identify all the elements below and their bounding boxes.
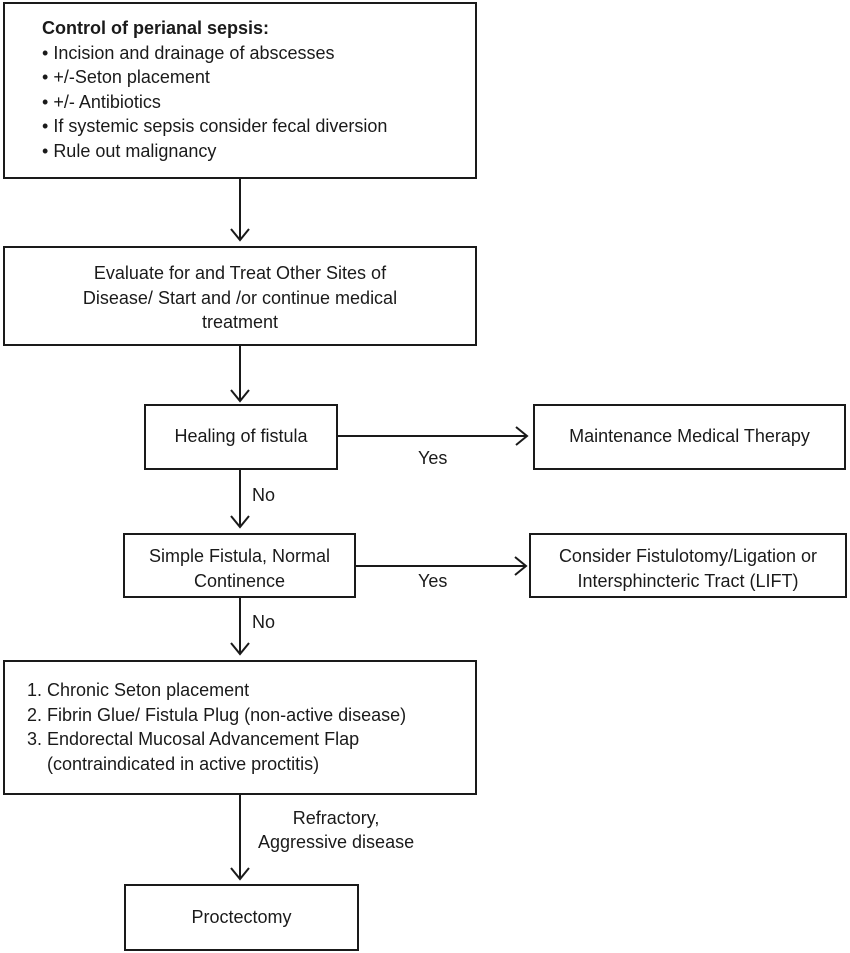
consider-fistulotomy-box: Consider Fistulotomy/Ligation or Intersp…: [529, 533, 847, 598]
sepsis-bullet-list: Incision and drainage of abscesses +/-Se…: [42, 41, 387, 164]
proctectomy-box: Proctectomy: [124, 884, 359, 951]
consider-line: Intersphincteric Tract (LIFT): [577, 570, 799, 591]
maintenance-therapy-box: Maintenance Medical Therapy: [533, 404, 846, 470]
evaluate-line: treatment: [201, 312, 279, 332]
maintenance-text: Maintenance Medical Therapy: [569, 426, 810, 446]
sepsis-item: If systemic sepsis consider fecal divers…: [42, 114, 387, 139]
healing-of-fistula-box: Healing of fistula: [144, 404, 338, 470]
sepsis-item: +/- Antibiotics: [42, 90, 387, 115]
yes-label-simple: Yes: [418, 571, 448, 591]
no-label-healing: No: [252, 485, 276, 505]
options-box-content: 1. Chronic Seton placement 2. Fibrin Glu…: [27, 678, 406, 776]
sepsis-title: Control of perianal sepsis:: [42, 18, 270, 38]
no-label-simple: No: [252, 612, 276, 632]
option-item: 3. Endorectal Mucosal Advancement Flap: [27, 729, 360, 749]
consider-box-content: Consider Fistulotomy/Ligation or Intersp…: [531, 544, 845, 593]
sepsis-control-box: Control of perianal sepsis: Incision and…: [3, 2, 477, 179]
proctectomy-text: Proctectomy: [191, 907, 292, 927]
sepsis-item: Incision and drainage of abscesses: [42, 41, 387, 66]
sepsis-item: Rule out malignancy: [42, 139, 387, 164]
refractory-line: Refractory,: [292, 808, 380, 828]
evaluate-box-content: Evaluate for and Treat Other Sites of Di…: [5, 261, 475, 335]
refractory-line: Aggressive disease: [258, 832, 415, 852]
simple-box-content: Simple Fistula, Normal Continence: [125, 544, 354, 593]
simple-line: Simple Fistula, Normal: [148, 546, 331, 566]
sepsis-box-content: Control of perianal sepsis: Incision and…: [42, 16, 387, 163]
yes-label-healing: Yes: [418, 448, 448, 468]
option-item-continuation: (contraindicated in active proctitis): [47, 753, 320, 774]
treatment-options-box: 1. Chronic Seton placement 2. Fibrin Glu…: [3, 660, 477, 795]
consider-line: Consider Fistulotomy/Ligation or: [558, 546, 818, 566]
healing-text: Healing of fistula: [174, 426, 308, 446]
option-item: 1. Chronic Seton placement: [27, 680, 250, 700]
evaluate-treat-box: Evaluate for and Treat Other Sites of Di…: [3, 246, 477, 346]
evaluate-line: Evaluate for and Treat Other Sites of: [93, 263, 387, 283]
evaluate-line: Disease/ Start and /or continue medical: [82, 287, 398, 308]
sepsis-item: +/-Seton placement: [42, 65, 387, 90]
simple-line: Continence: [193, 570, 286, 591]
simple-fistula-box: Simple Fistula, Normal Continence: [123, 533, 356, 598]
refractory-label: Refractory, Aggressive disease: [258, 806, 414, 854]
option-item: 2. Fibrin Glue/ Fistula Plug (non-active…: [27, 704, 407, 725]
